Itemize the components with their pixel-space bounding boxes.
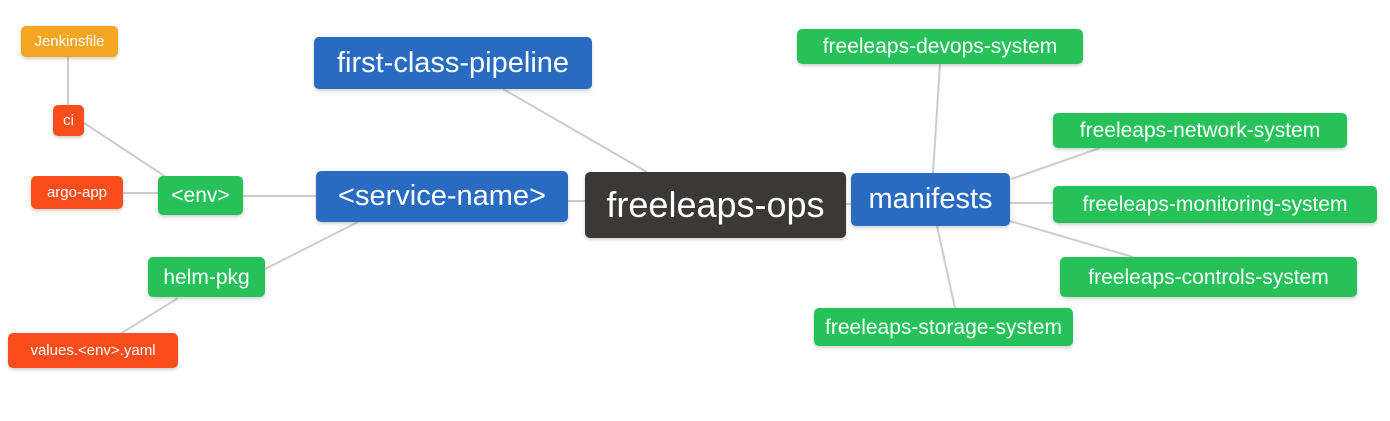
- edge-manifests-network-system: [1010, 147, 1101, 180]
- node-freeleaps-controls-system[interactable]: freeleaps-controls-system: [1060, 257, 1357, 297]
- node-freeleaps-devops-system[interactable]: freeleaps-devops-system: [797, 29, 1083, 64]
- node-freeleaps-storage-system[interactable]: freeleaps-storage-system: [814, 308, 1073, 346]
- node-freeleaps-ops[interactable]: freeleaps-ops: [585, 172, 846, 238]
- node-first-class-pipeline[interactable]: first-class-pipeline: [314, 37, 592, 89]
- node-ci[interactable]: ci: [53, 105, 84, 136]
- node-argo-app[interactable]: argo-app: [31, 176, 123, 209]
- edge-first-class-pipeline-ops: [502, 88, 648, 173]
- edge-helm-pkg-values-env-yaml: [119, 297, 179, 335]
- node-values-env-yaml[interactable]: values.<env>.yaml: [8, 333, 178, 368]
- edge-ci-env: [83, 122, 167, 178]
- node-manifests[interactable]: manifests: [851, 173, 1010, 226]
- edge-helm-pkg-service-name: [264, 221, 359, 270]
- edge-manifests-controls-system: [1009, 220, 1134, 258]
- node-service-name[interactable]: <service-name>: [316, 171, 568, 222]
- edge-manifests-storage-system: [936, 225, 956, 309]
- node-helm-pkg[interactable]: helm-pkg: [148, 257, 265, 297]
- node-freeleaps-network-system[interactable]: freeleaps-network-system: [1053, 113, 1347, 148]
- node-jenkinsfile[interactable]: Jenkinsfile: [21, 26, 118, 57]
- node-env[interactable]: <env>: [158, 176, 243, 215]
- edge-manifests-devops-system: [932, 63, 941, 174]
- node-freeleaps-monitoring-system[interactable]: freeleaps-monitoring-system: [1053, 186, 1377, 223]
